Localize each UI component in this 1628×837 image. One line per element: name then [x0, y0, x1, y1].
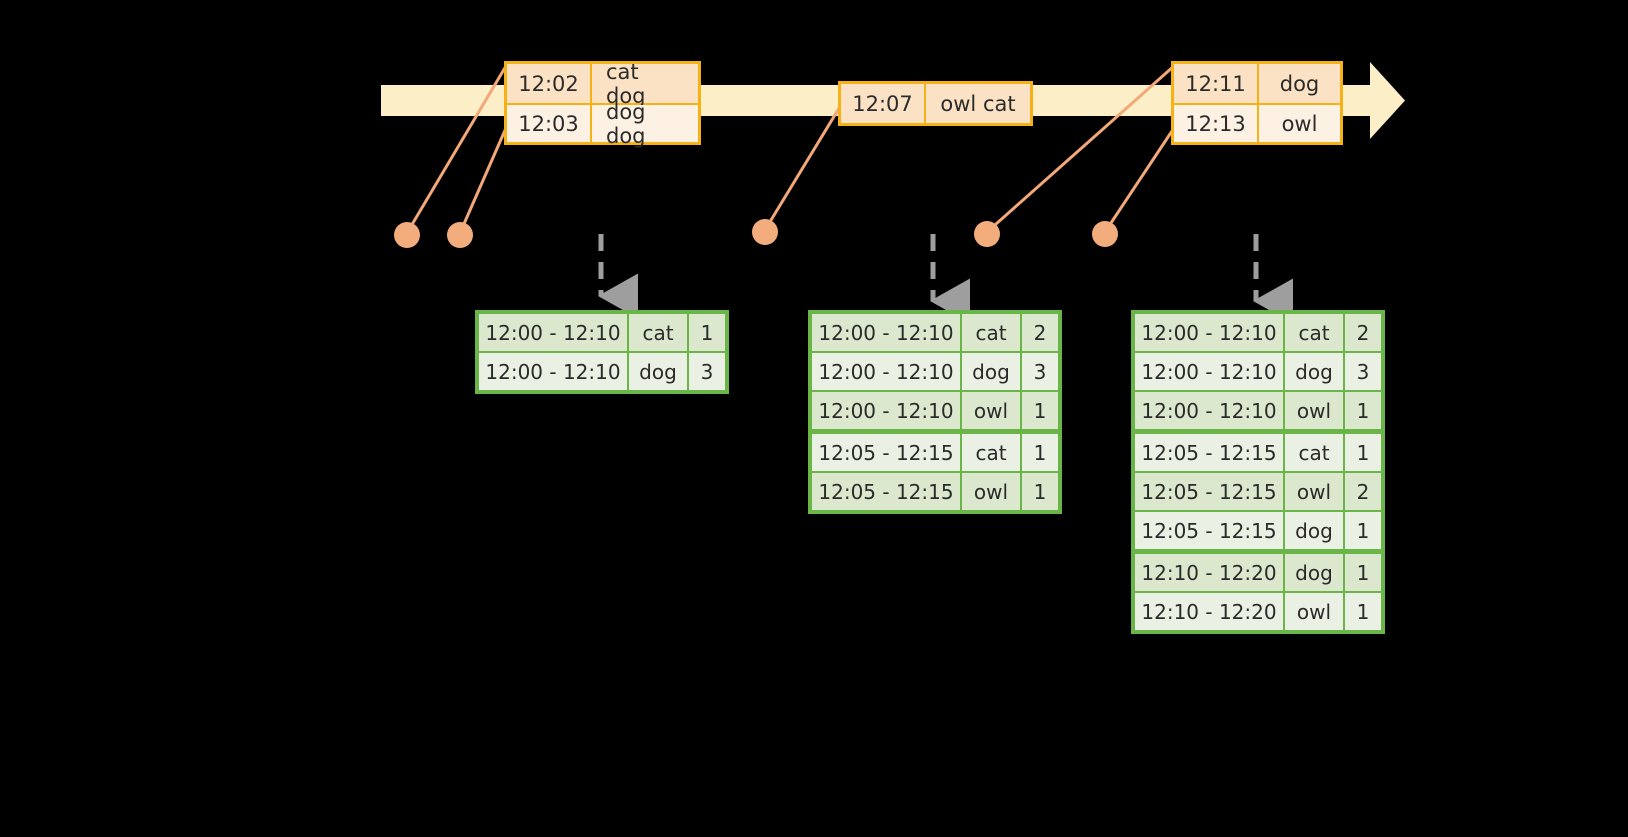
cell-word: owl: [1285, 593, 1343, 630]
cell-word: dog: [1285, 353, 1343, 390]
cell-window: 12:05 - 12:15: [1135, 473, 1283, 510]
event-row[interactable]: 12:02 cat dog: [507, 60, 698, 108]
event-row[interactable]: 12:07 owl cat: [841, 84, 1030, 123]
cell-window: 12:00 - 12:10: [812, 314, 960, 351]
cell-word: owl: [962, 392, 1020, 429]
cell-window: 12:00 - 12:10: [1135, 392, 1283, 429]
cell-word: dog: [629, 353, 687, 390]
cell-window: 12:05 - 12:15: [1135, 512, 1283, 549]
event-words: dog: [1259, 64, 1340, 103]
cell-word: owl: [1285, 473, 1343, 510]
event-time: 12:02: [507, 64, 592, 103]
cell-window: 12:00 - 12:10: [1135, 314, 1283, 351]
event-row[interactable]: 12:11 dog: [1174, 64, 1340, 103]
event-time: 12:07: [841, 84, 926, 123]
event-group-1[interactable]: 12:02 cat dog 12:03 dog dog: [504, 60, 701, 148]
cell-window: 12:00 - 12:10: [479, 353, 627, 390]
event-group-3[interactable]: 12:11 dog 12:13 owl: [1171, 61, 1343, 145]
cell-word: owl: [1285, 392, 1343, 429]
trigger-dot-1: [394, 222, 420, 248]
trigger-dot-4: [974, 221, 1000, 247]
event-group-2[interactable]: 12:07 owl cat: [838, 81, 1033, 126]
event-words: cat dog: [592, 60, 698, 108]
cell-word: dog: [962, 353, 1020, 390]
cell-window: 12:10 - 12:20: [1135, 593, 1283, 630]
cell-count: 3: [1022, 353, 1058, 390]
event-words: dog dog: [592, 100, 698, 148]
cell-count: 3: [689, 353, 725, 390]
cell-count: 1: [1345, 554, 1381, 591]
cell-word: cat: [962, 434, 1020, 471]
cell-window: 12:00 - 12:10: [812, 353, 960, 390]
trigger-dots: [394, 219, 1118, 248]
cell-count: 1: [689, 314, 725, 351]
cell-count: 2: [1022, 314, 1058, 351]
cell-word: cat: [629, 314, 687, 351]
cell-word: dog: [1285, 512, 1343, 549]
cell-count: 1: [1022, 434, 1058, 471]
cell-window: 12:05 - 12:15: [812, 434, 960, 471]
event-time: 12:11: [1174, 64, 1259, 103]
cell-count: 2: [1345, 314, 1381, 351]
cell-window: 12:00 - 12:10: [1135, 353, 1283, 390]
cell-count: 1: [1022, 473, 1058, 510]
connector-line-3: [763, 103, 843, 232]
event-row[interactable]: 12:03 dog dog: [507, 100, 698, 148]
trigger-dot-3: [752, 219, 778, 245]
event-words: owl: [1259, 105, 1340, 142]
cell-word: cat: [1285, 314, 1343, 351]
connector-line-5: [1103, 126, 1176, 234]
event-row[interactable]: 12:13 owl: [1174, 103, 1340, 142]
cell-window: 12:00 - 12:10: [479, 314, 627, 351]
cell-count: 2: [1345, 473, 1381, 510]
connector-line-1: [405, 64, 508, 235]
cell-window: 12:05 - 12:15: [1135, 434, 1283, 471]
connector-line-2: [458, 126, 508, 235]
event-time: 12:03: [507, 105, 592, 142]
cell-count: 3: [1345, 353, 1381, 390]
event-time: 12:13: [1174, 105, 1259, 142]
cell-window: 12:05 - 12:15: [812, 473, 960, 510]
trigger-dot-2: [447, 222, 473, 248]
dashed-arrows: [598, 234, 1294, 324]
cell-count: 1: [1345, 434, 1381, 471]
cell-count: 1: [1345, 392, 1381, 429]
cell-word: owl: [962, 473, 1020, 510]
trigger-dot-5: [1092, 221, 1118, 247]
cell-word: cat: [962, 314, 1020, 351]
cell-window: 12:00 - 12:10: [812, 392, 960, 429]
event-words: owl cat: [926, 84, 1030, 123]
cell-word: cat: [1285, 434, 1343, 471]
cell-window: 12:10 - 12:20: [1135, 554, 1283, 591]
cell-count: 1: [1345, 593, 1381, 630]
cell-count: 1: [1345, 512, 1381, 549]
cell-word: dog: [1285, 554, 1343, 591]
cell-count: 1: [1022, 392, 1058, 429]
